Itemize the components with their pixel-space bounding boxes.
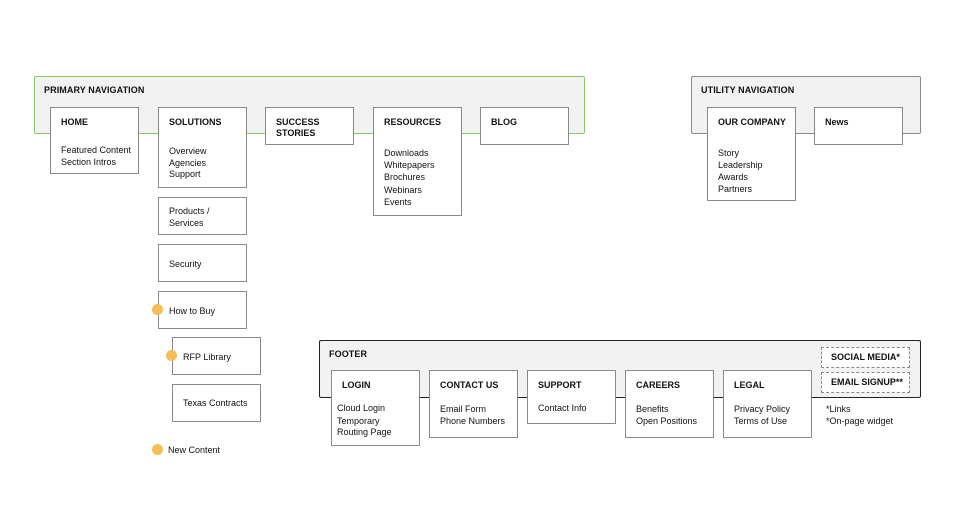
rfp-library-box: RFP Library [172,337,261,375]
news-box: News [814,107,903,145]
login-item: Routing Page [337,427,392,437]
home-item: Section Intros [61,156,117,167]
legend-new-content-label: New Content [168,445,221,455]
legal-label: LEGAL [734,380,765,390]
footnote-links: *Links [826,404,851,414]
security-box: Security [158,244,247,282]
login-item: Temporary [337,415,380,426]
our-company-item: Leadership [718,160,763,170]
solutions-item: Support [169,169,201,179]
login-box: LOGIN Cloud Login Temporary Routing Page [331,370,420,446]
resources-box: RESOURCES Downloads Whitepapers Brochure… [373,107,462,216]
resources-item: Downloads [384,148,429,158]
solutions-items: Overview Agencies Support [169,146,207,181]
careers-label: CAREERS [636,380,681,390]
legal-box: LEGAL Privacy Policy Terms of Use [723,370,812,438]
success-stories-label-line: SUCCESS [276,117,320,127]
rfp-library-label: RFP Library [183,352,231,362]
resources-item: Brochures [384,172,426,183]
products-services-label-line: Services [169,217,204,228]
how-to-buy-box: How to Buy [158,291,247,329]
careers-item: Benefits [636,404,669,414]
home-items: Featured Content Section Intros [61,145,131,168]
blog-label: BLOG [491,117,517,127]
careers-items: Benefits Open Positions [636,403,697,427]
our-company-box: OUR COMPANY Story Leadership Awards Part… [707,107,796,201]
support-items: Contact Info [538,403,587,415]
home-item: Featured Content [61,145,132,155]
our-company-label: OUR COMPANY [718,117,786,127]
our-company-item: Story [718,148,740,158]
resources-item: Events [384,196,412,207]
security-label: Security [169,259,202,269]
new-content-marker [166,350,177,361]
products-services-label-line: Products / [169,206,210,216]
contact-us-label: CONTACT US [440,380,499,390]
success-stories-label-line: STORIES [276,128,316,138]
resources-item: Whitepapers [384,160,435,171]
contact-us-items: Email Form Phone Numbers [440,403,505,427]
contact-us-item: Email Form [440,404,487,414]
social-media-box: SOCIAL MEDIA* [821,347,910,368]
support-label: SUPPORT [538,380,582,390]
texas-contracts-box: Texas Contracts [172,384,261,422]
contact-us-box: CONTACT US Email Form Phone Numbers [429,370,518,438]
solutions-item: Agencies [169,157,207,168]
login-items: Cloud Login Temporary Routing Page [337,403,392,439]
home-label: HOME [61,117,88,127]
resources-item: Webinars [384,184,422,195]
email-signup-box: EMAIL SIGNUP** [821,372,910,393]
solutions-box: SOLUTIONS Overview Agencies Support [158,107,247,188]
legal-item: Terms of Use [734,416,788,426]
legend-new-content-dot [152,444,163,455]
success-stories-box: SUCCESS STORIES [265,107,354,145]
footer-title: FOOTER [329,349,368,359]
legal-item: Privacy Policy [734,404,791,414]
support-box: SUPPORT Contact Info [527,370,616,424]
legal-items: Privacy Policy Terms of Use [734,403,790,427]
contact-us-item: Phone Numbers [440,416,506,426]
solutions-label: SOLUTIONS [169,117,222,127]
success-stories-label: SUCCESS STORIES [276,117,320,139]
resources-items: Downloads Whitepapers Brochures Webinars… [384,147,435,208]
new-content-marker [152,304,163,315]
products-services-label: Products / Services [169,206,210,229]
footnote-widget: *On-page widget [826,416,894,426]
our-company-items: Story Leadership Awards Partners [718,147,763,195]
products-services-box: Products / Services [158,197,247,235]
home-box: HOME Featured Content Section Intros [50,107,139,174]
utility-navigation-title: UTILITY NAVIGATION [701,85,795,95]
texas-contracts-label: Texas Contracts [183,398,248,408]
our-company-item: Awards [718,172,748,182]
careers-item: Open Positions [636,416,698,426]
primary-navigation-title: PRIMARY NAVIGATION [44,85,145,95]
resources-label: RESOURCES [384,117,442,127]
login-item: Cloud Login [337,403,386,413]
login-label: LOGIN [342,380,371,390]
solutions-item: Overview [169,146,207,156]
blog-box: BLOG [480,107,569,145]
careers-box: CAREERS Benefits Open Positions [625,370,714,438]
support-item: Contact Info [538,403,587,413]
our-company-item: Partners [718,184,753,194]
news-label: News [825,117,849,127]
how-to-buy-label: How to Buy [169,306,216,316]
